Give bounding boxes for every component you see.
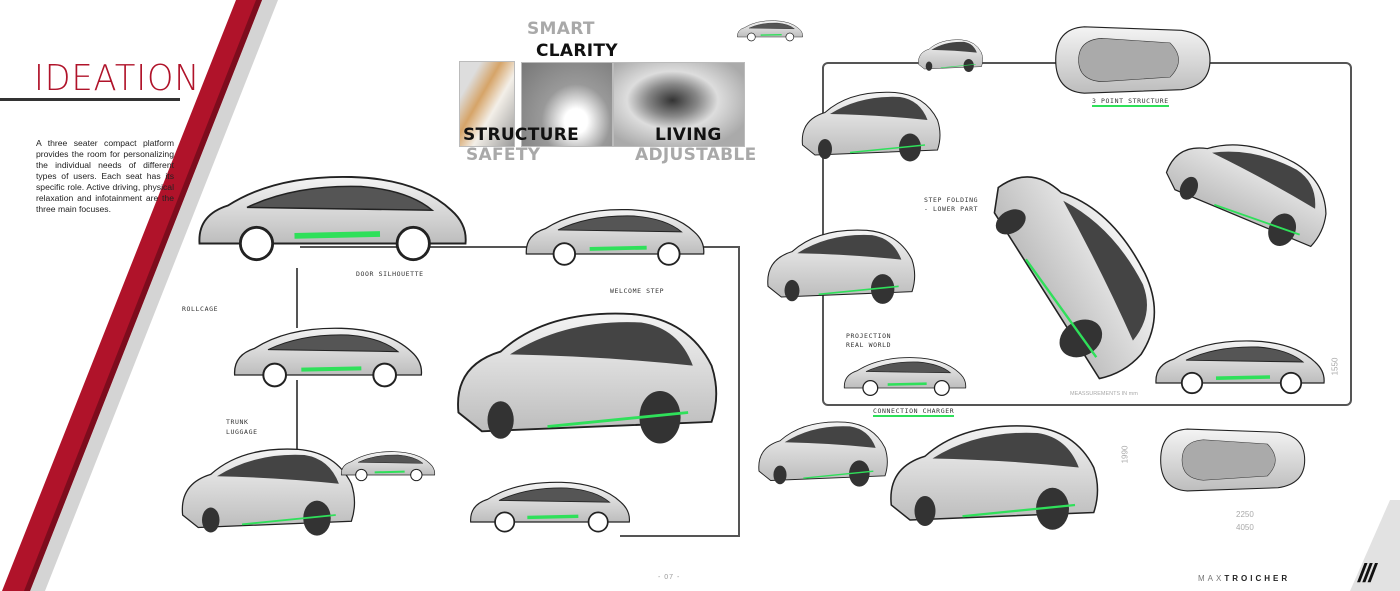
label-real-world: real world	[846, 341, 892, 349]
connector-line	[738, 246, 740, 536]
car-sketch-trunk	[172, 440, 362, 540]
word-smart: SMART	[527, 19, 595, 39]
mood-image-living	[613, 62, 745, 147]
label-rollcage: Rollcage	[182, 305, 219, 313]
label-3-point-structure: 3 point structure	[1092, 97, 1169, 107]
intro-paragraph: A three seater compact platform provides…	[36, 138, 174, 214]
word-structure: STRUCTURE	[463, 125, 580, 145]
label-welcome-step: Welcome step	[610, 287, 665, 295]
car-sketch-small	[338, 440, 438, 490]
label-connection-charger: connection charger	[873, 407, 955, 417]
connector-line	[620, 535, 740, 537]
brand-last-name: TROICHER	[1224, 574, 1291, 583]
label-step-folding: Step folding	[924, 196, 979, 204]
connector-line	[300, 246, 740, 248]
car-sketch-cutaway	[1150, 330, 1330, 400]
word-adjustable: ADJUSTABLE	[635, 145, 757, 165]
mood-image-clarity	[521, 62, 613, 147]
label-measurements: MEASSUREMENTS IN mm	[1070, 391, 1138, 397]
red-diagonal-stripe	[2, 0, 278, 591]
page-number: - 07 -	[658, 574, 681, 581]
car-sketch-3point-top	[1040, 20, 1220, 100]
dimension-height: 1550	[1330, 357, 1340, 376]
connector-line	[296, 380, 298, 470]
word-safety: SAFETY	[466, 145, 541, 165]
car-sketch-projection	[760, 215, 920, 315]
car-sketch-rear-small	[752, 410, 892, 495]
car-sketch-top-package	[1150, 410, 1310, 510]
car-sketch-rollcage	[228, 320, 428, 390]
connector-line	[296, 268, 298, 328]
page-title: IDEATION	[34, 58, 201, 99]
word-living: LIVING	[655, 125, 722, 145]
brand-first-name: MAX	[1198, 574, 1225, 583]
dimension-width: 1990	[1120, 445, 1130, 464]
car-sketch-welcome-step	[520, 195, 710, 275]
label-trunk: Trunk	[226, 418, 249, 426]
word-clarity: CLARITY	[536, 41, 618, 61]
car-sketch-hero-front	[440, 300, 730, 450]
label-door-silhouette: Door silhouette	[356, 270, 424, 278]
label-projection: Projection	[846, 332, 892, 340]
car-sketch-side-door	[190, 160, 475, 270]
car-render-front	[880, 405, 1105, 545]
dimension-wheelbase: 2250	[1236, 510, 1254, 519]
title-underline	[0, 98, 180, 101]
car-sketch-mini	[735, 15, 805, 45]
moodboard: SMART CLARITY STRUCTURE SAFETY LIVING AD…	[455, 18, 757, 168]
dimension-length: 4050	[1236, 523, 1254, 532]
mood-image-structure	[459, 61, 515, 147]
car-sketch-top-small	[915, 15, 985, 95]
label-luggage: Luggage	[226, 428, 258, 436]
label-lower-part: - lower part	[924, 205, 979, 213]
corner-shade	[1350, 500, 1400, 591]
brand-name: MAXTROICHER	[1198, 574, 1290, 583]
car-sketch-lower	[465, 470, 635, 540]
car-sketch-charger	[840, 345, 970, 405]
brand-mark: ///	[1358, 558, 1376, 588]
